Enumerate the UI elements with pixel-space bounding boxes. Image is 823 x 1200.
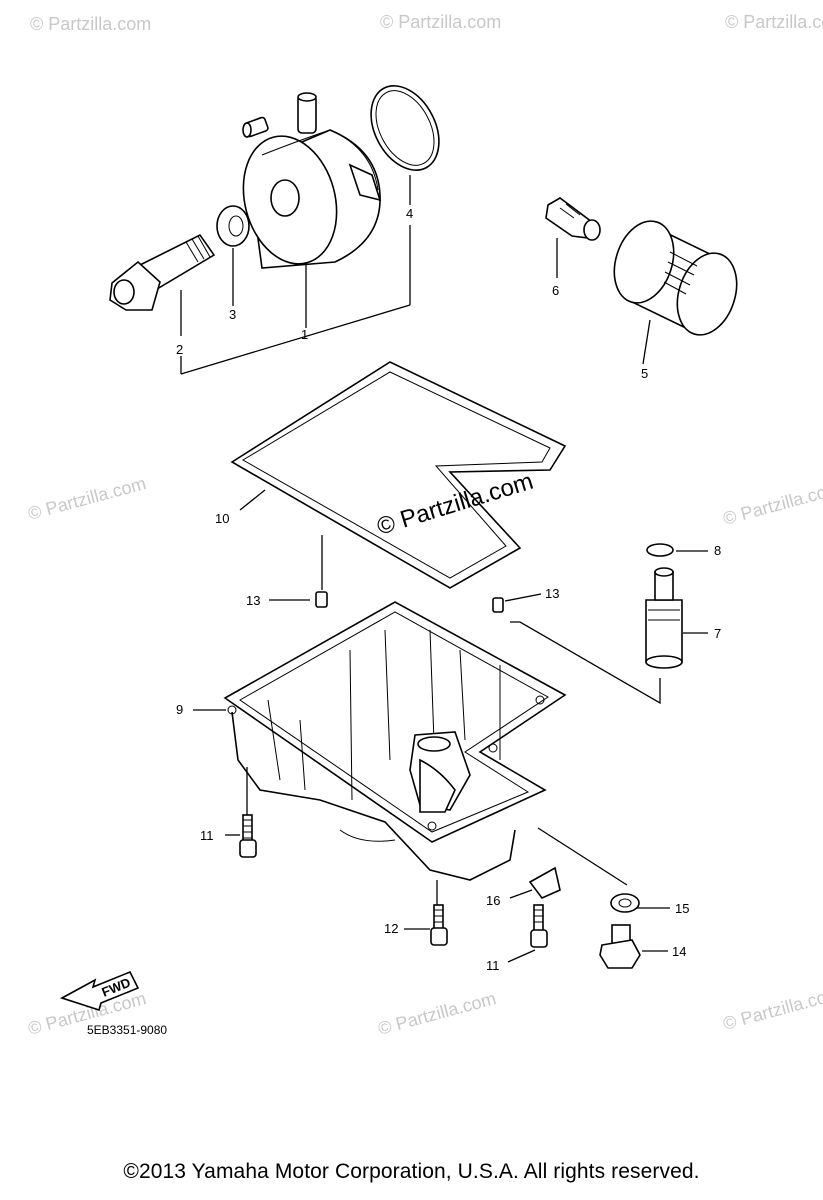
watermark: © Partzilla.com — [721, 478, 823, 529]
bolt-11-left — [239, 814, 257, 858]
oil-cooler — [242, 92, 382, 269]
gasket-10 — [230, 361, 567, 589]
callout-12: 12 — [384, 921, 398, 936]
watermark: © Partzilla.com — [376, 988, 498, 1039]
callout-1: 1 — [301, 327, 308, 342]
callout-10: 10 — [215, 511, 229, 526]
callout-7: 7 — [714, 626, 721, 641]
callout-3: 3 — [229, 307, 236, 322]
washer-15 — [610, 893, 640, 913]
callout-14: 14 — [672, 944, 686, 959]
strainer-7 — [645, 567, 683, 669]
callout-labels: 1 2 3 4 5 6 7 8 9 10 11 12 13 13 14 15 1… — [176, 206, 721, 973]
callout-13-left: 13 — [246, 593, 260, 608]
o-ring-4-inner — [375, 90, 435, 166]
watermark: © Partzilla.com — [721, 983, 823, 1034]
oil-filter-5 — [613, 220, 738, 336]
washer-3 — [216, 205, 250, 247]
dowel-pin-13-right — [492, 597, 504, 613]
callout-5: 5 — [641, 366, 648, 381]
callout-2: 2 — [176, 342, 183, 357]
leader-lines — [180, 175, 708, 963]
watermark: © Partzilla.com — [380, 12, 501, 32]
callout-13-right: 13 — [545, 586, 559, 601]
watermark: © Partzilla.com — [30, 14, 151, 34]
callout-11-right: 11 — [486, 958, 500, 973]
callout-8: 8 — [714, 543, 721, 558]
bolt-6 — [545, 197, 601, 241]
bolt-11-right — [530, 904, 548, 948]
callout-11-left: 11 — [200, 828, 214, 843]
washer-15-hole — [618, 898, 632, 908]
dowel-pin-13-left — [315, 591, 328, 608]
callout-4: 4 — [406, 206, 413, 221]
bracket-16 — [528, 866, 561, 899]
o-ring-4 — [370, 85, 440, 171]
drain-plug-14 — [599, 924, 641, 969]
watermark-layer: © Partzilla.com © Partzilla.com © Partzi… — [26, 12, 823, 1039]
union-bolt-2 — [109, 233, 216, 311]
callout-16: 16 — [486, 893, 500, 908]
watermark: © Partzilla.com — [725, 12, 823, 32]
washer-3-hole — [228, 215, 244, 237]
o-ring-8 — [646, 543, 674, 557]
oil-pan-9 — [223, 601, 567, 881]
watermark: © Partzilla.com — [26, 473, 148, 524]
callout-6: 6 — [552, 283, 559, 298]
callout-9: 9 — [176, 702, 183, 717]
callout-15: 15 — [675, 901, 689, 916]
copyright-footer: ©2013 Yamaha Motor Corporation, U.S.A. A… — [123, 1160, 700, 1183]
diagram-code: 5EB3351-9080 — [87, 1023, 167, 1037]
bolt-12 — [430, 904, 448, 946]
